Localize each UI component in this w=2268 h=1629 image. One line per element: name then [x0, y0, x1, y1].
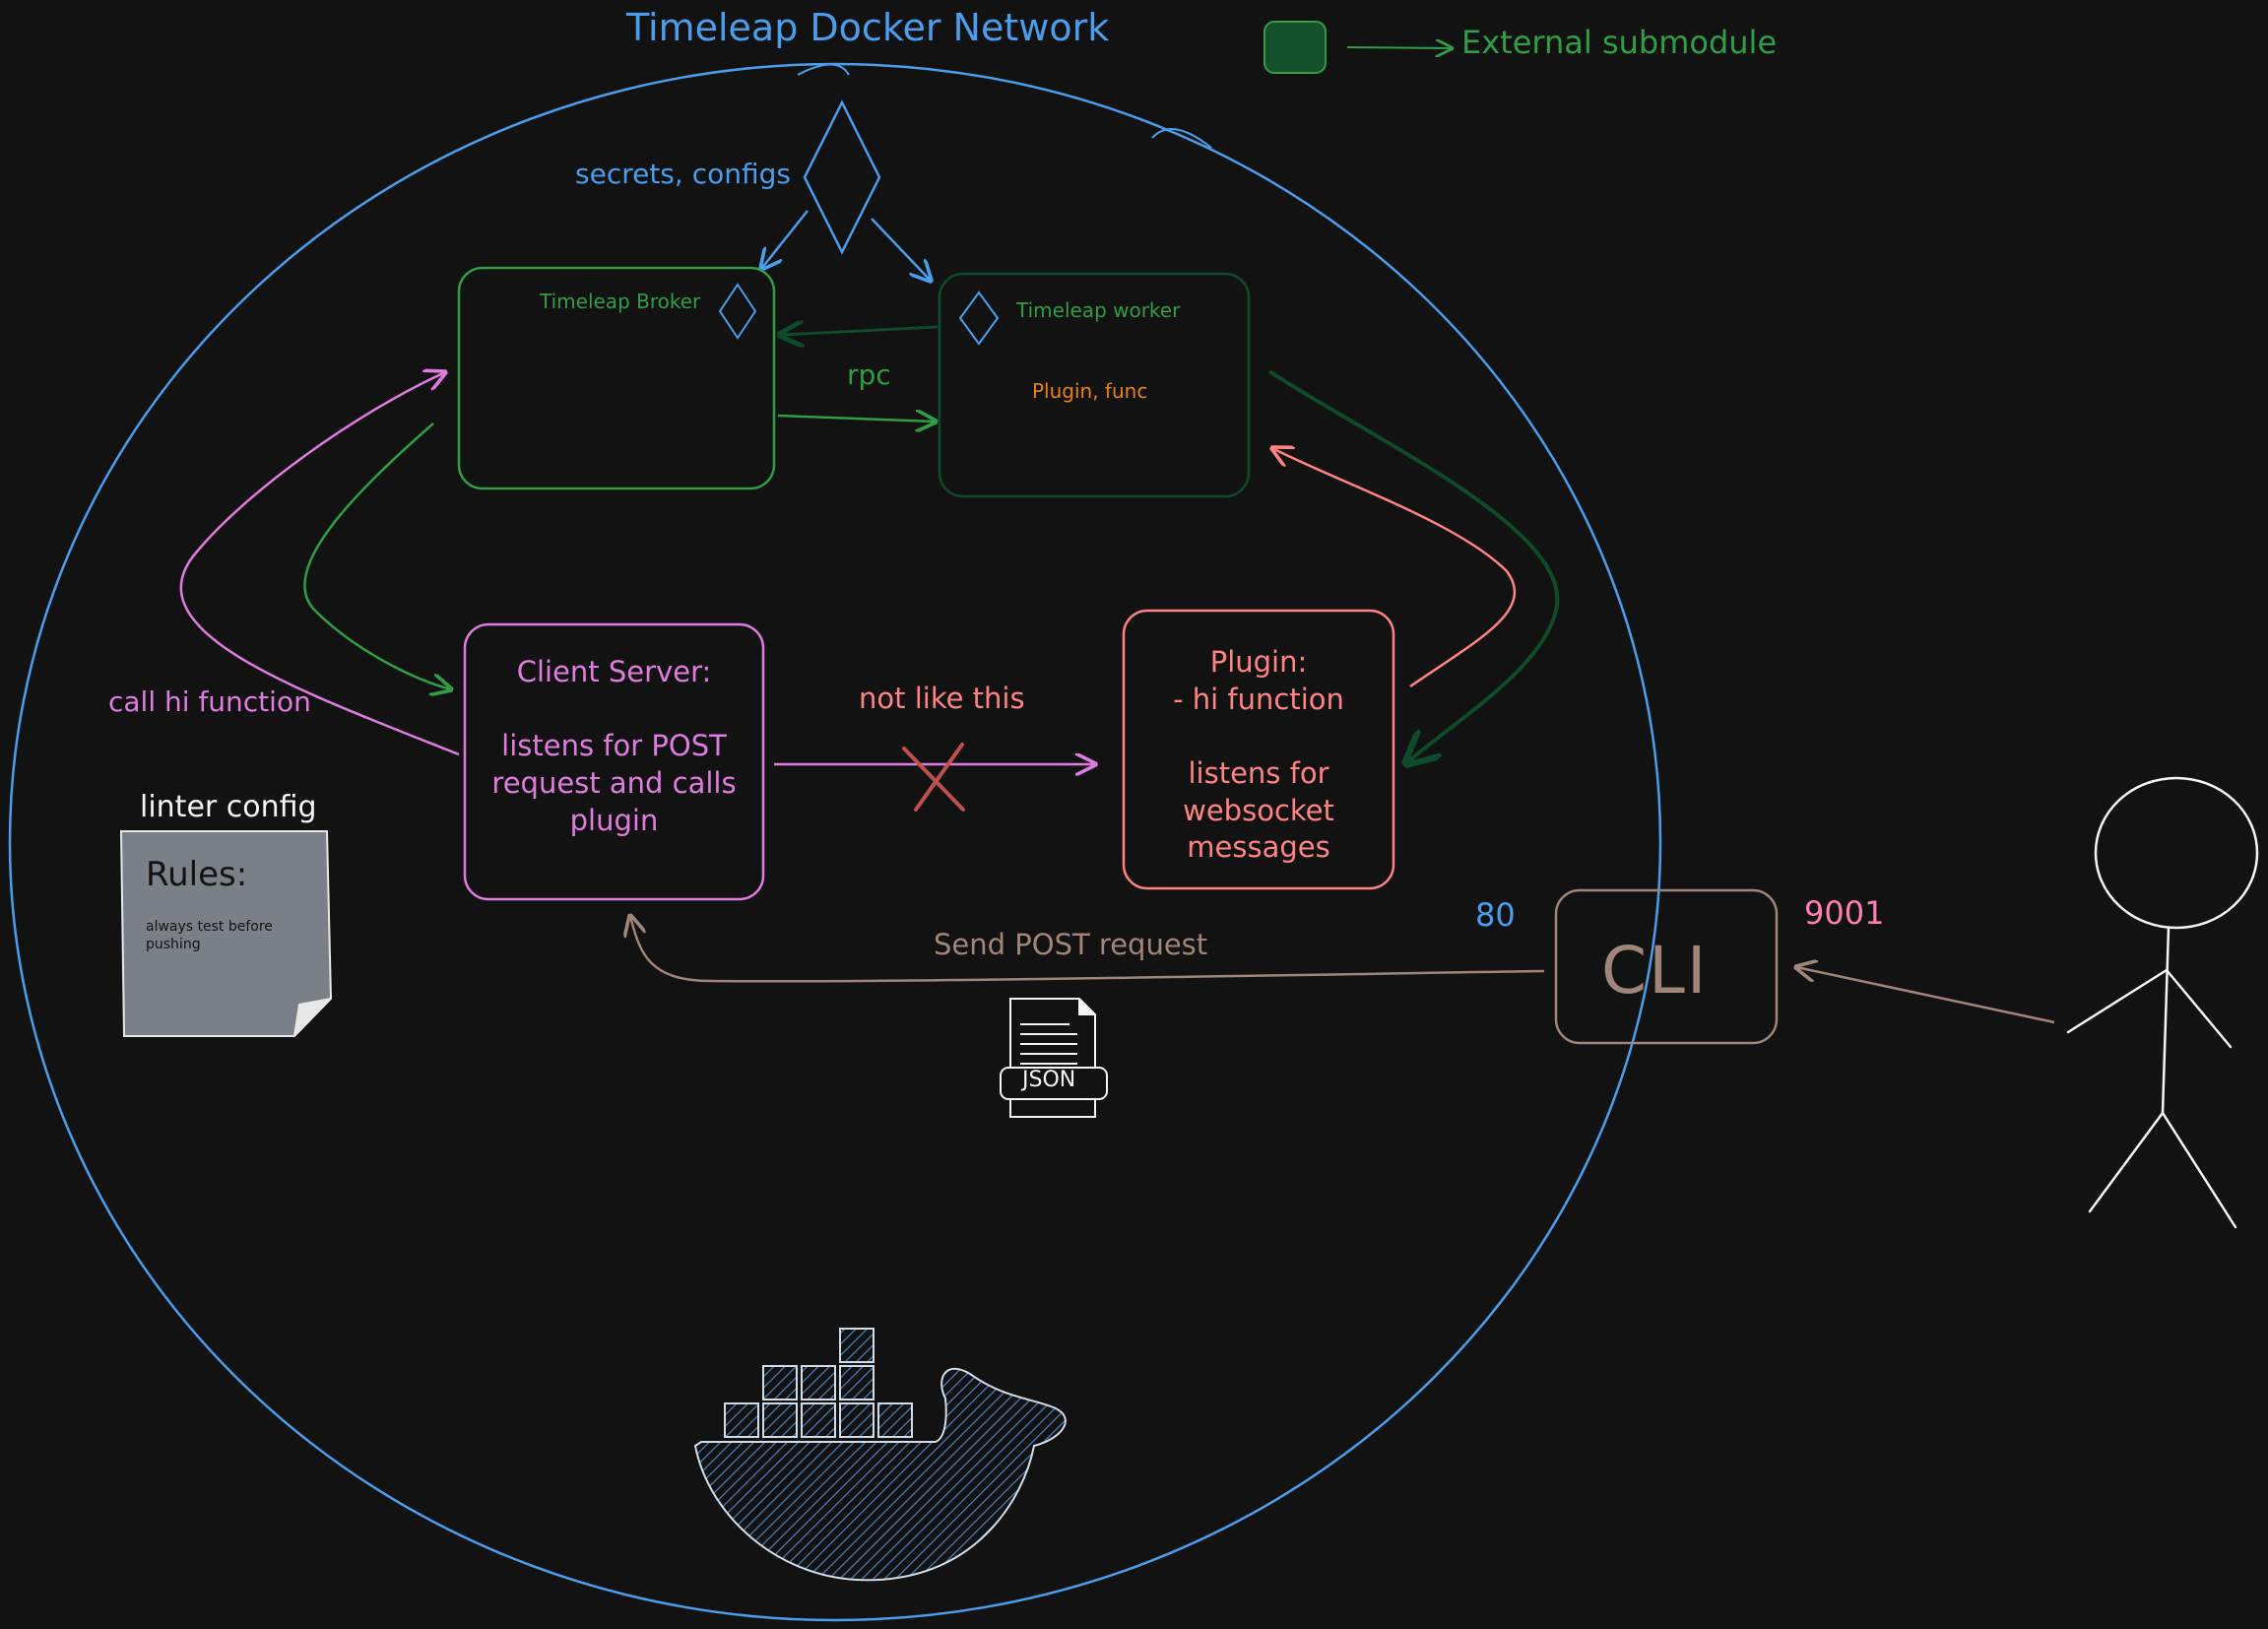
cli-to-client-arrow: [630, 916, 1545, 983]
worker-to-broker-arrow: [780, 327, 939, 335]
worker-diamond-icon: [958, 291, 1000, 346]
json-file-icon: [1000, 998, 1108, 1118]
broker-box[interactable]: [457, 266, 776, 490]
user-to-cli-arrow: [1796, 967, 2055, 1024]
client-to-broker-arrow: [179, 372, 460, 756]
legend-swatch: [1264, 21, 1327, 74]
worker-box[interactable]: [938, 272, 1251, 498]
port-9001-label: 9001: [1804, 894, 1885, 932]
broker-diamond-icon: [718, 283, 757, 340]
note-title: Rules:: [146, 855, 248, 894]
plugin-box[interactable]: [1122, 609, 1395, 890]
send-post-label: Send POST request: [934, 928, 1208, 961]
secrets-label: secrets, configs: [575, 158, 791, 190]
linter-config-label: linter config: [140, 790, 317, 824]
client-server-text: Client Server: listens for POST request …: [491, 655, 737, 837]
call-hi-label: call hi function: [108, 685, 311, 718]
not-like-this-label: not like this: [859, 682, 1025, 715]
secrets-to-worker-arrow: [871, 218, 931, 281]
broker-to-client-arrow: [303, 423, 451, 689]
cross-icon: [902, 743, 965, 812]
docker-whale-icon: [693, 1328, 1067, 1582]
plugin-to-worker-arrow: [1272, 448, 1517, 688]
client-server-box[interactable]: [463, 622, 765, 901]
note-body: always test before pushing: [146, 919, 273, 953]
json-label: JSON: [1022, 1068, 1076, 1092]
secrets-to-broker-arrow: [761, 210, 809, 269]
diagram-title: Timeleap Docker Network: [626, 6, 1110, 49]
network-boundary-nub: [797, 63, 850, 76]
sticky-note-fold: [293, 998, 332, 1037]
legend-label: External submodule: [1461, 24, 1778, 61]
worker-to-plugin-arrow: [1267, 369, 1560, 763]
rpc-label: rpc: [847, 358, 891, 391]
user-icon: [2066, 776, 2259, 1229]
port-80-label: 80: [1475, 896, 1516, 934]
worker-title: Timeleap worker: [1016, 298, 1181, 322]
worker-body: Plugin, func: [1032, 379, 1148, 403]
broker-title: Timeleap Broker: [540, 290, 701, 313]
broker-to-worker-arrow: [777, 416, 936, 422]
plugin-text: Plugin: - hi function listens for websoc…: [1173, 645, 1344, 865]
secrets-diamond: [803, 99, 881, 255]
cli-box[interactable]: [1554, 888, 1779, 1045]
legend-arrow: [1346, 47, 1452, 48]
network-boundary-nub: [1151, 128, 1212, 149]
cli-label: CLI: [1601, 933, 1709, 1009]
